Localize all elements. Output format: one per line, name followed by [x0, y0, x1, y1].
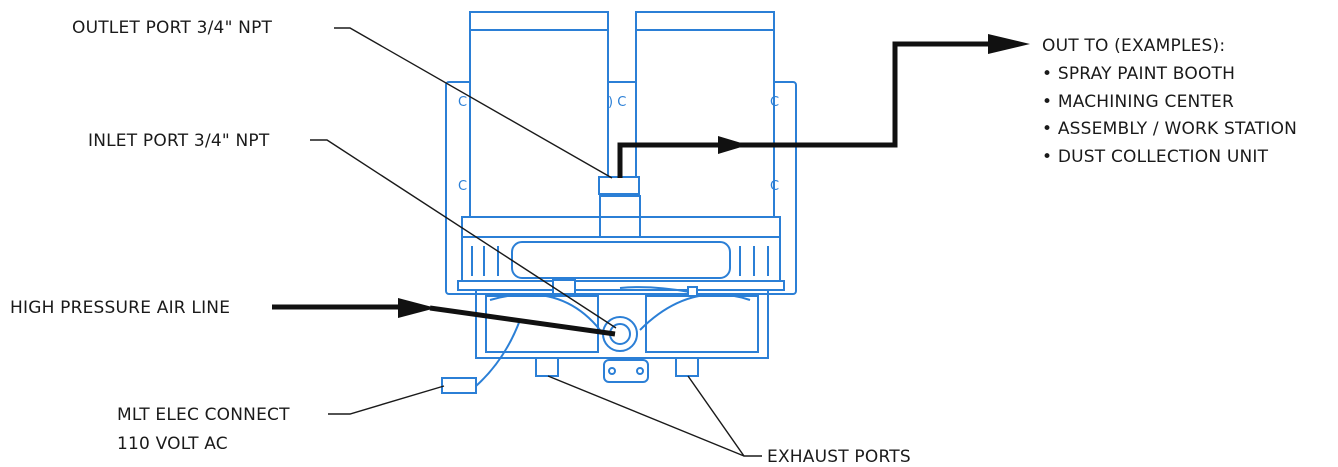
inlet-arrow: [398, 298, 436, 318]
exhaust-leader-right: [687, 375, 762, 457]
air-line-label: HIGH PRESSURE AIR LINE: [10, 298, 230, 318]
outlet-leader: [334, 27, 613, 179]
svg-text:C: C: [770, 179, 779, 194]
air-lines: [272, 34, 1030, 337]
svg-text:C: C: [458, 179, 467, 194]
inlet-leader: [310, 139, 617, 329]
svg-text:) C: ) C: [608, 95, 626, 110]
example-spray-booth: • SPRAY PAINT BOOTH: [1042, 64, 1235, 84]
exhaust-ports-label: EXHAUST PORTS: [767, 447, 911, 467]
elec-connect-label: MLT ELEC CONNECT: [117, 405, 290, 425]
outlet-arrow-mid: [718, 136, 748, 154]
elec-voltage-label: 110 VOLT AC: [117, 434, 228, 454]
right-tower: [635, 11, 775, 218]
left-tower: [469, 11, 609, 218]
exhaust-leader-left: [547, 375, 745, 457]
example-dust-collection: • DUST COLLECTION UNIT: [1042, 147, 1269, 167]
outlet-pipe: [617, 142, 720, 178]
exhaust-port-right: [675, 357, 699, 377]
svg-text:C: C: [770, 95, 779, 110]
inlet-port-label: INLET PORT 3/4" NPT: [88, 131, 270, 151]
example-assembly-station: • ASSEMBLY / WORK STATION: [1042, 119, 1297, 139]
example-machining-center: • MACHINING CENTER: [1042, 92, 1234, 112]
callout-leaders: [310, 27, 762, 457]
out-to-heading: OUT TO (EXAMPLES):: [1042, 36, 1225, 56]
air-dryer-unit: C C C C ) C: [441, 11, 797, 394]
outlet-port: [598, 176, 640, 195]
elec-leader: [328, 385, 445, 415]
elec-connector: [441, 377, 477, 394]
outlet-port-label: OUTLET PORT 3/4" NPT: [72, 18, 273, 38]
exhaust-port-left: [535, 357, 559, 377]
outlet-arrow-end: [988, 34, 1030, 54]
svg-text:C: C: [458, 95, 467, 110]
